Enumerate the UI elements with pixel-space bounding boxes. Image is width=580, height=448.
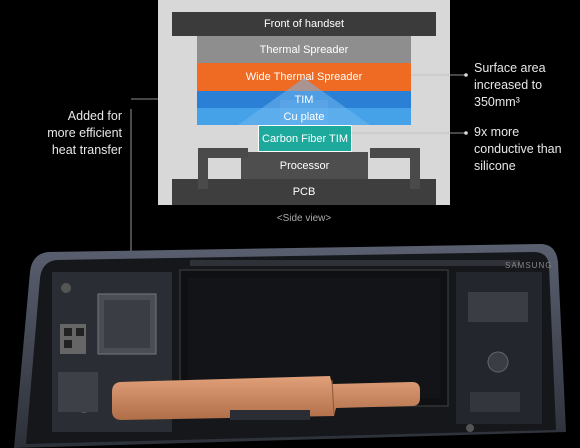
carbon-fiber-tim-layer: Carbon Fiber TIM — [258, 125, 352, 152]
conductivity-annotation: 9x more conductive than silicone — [474, 124, 574, 175]
cu-plate-label-wrap: Cu plate — [197, 108, 411, 125]
annotation-line: silicone — [474, 159, 516, 173]
left-bracket — [198, 148, 248, 189]
added-for-heat-transfer-annotation: Added for more efficient heat transfer — [36, 108, 122, 159]
pcb-label: PCB — [292, 186, 316, 198]
cu-plate-label: Cu plate — [283, 110, 325, 123]
processor-label: Processor — [279, 159, 330, 172]
heat-pipe-seam — [331, 379, 335, 415]
annotation-line: conductive than — [474, 142, 562, 156]
speaker-grille — [487, 351, 509, 373]
screw — [61, 283, 71, 293]
carbon-fiber-tim-label: Carbon Fiber TIM — [262, 132, 348, 145]
stylus-slot — [190, 260, 520, 266]
right-component — [468, 292, 528, 322]
front-of-handset-layer: Front of handset — [172, 12, 436, 36]
phone-teardown-illustration: SAMSUNG — [14, 244, 566, 448]
front-of-handset-label: Front of handset — [263, 18, 345, 30]
camera-lens — [64, 328, 72, 336]
thermal-spreader-layer: Thermal Spreader — [197, 36, 411, 63]
annotation-line: increased to — [474, 78, 543, 92]
samsung-brand-text: SAMSUNG — [505, 261, 552, 270]
thermal-spreader-label: Thermal Spreader — [259, 43, 349, 56]
annotation-line: 350mm³ — [474, 95, 520, 109]
heat-pipe — [112, 376, 420, 420]
camera-lens — [76, 328, 84, 336]
right-connector — [470, 392, 520, 412]
tim-label: TIM — [294, 93, 314, 106]
screw — [466, 424, 474, 432]
surface-area-annotation: Surface area increased to 350mm³ — [474, 60, 574, 111]
annotation-line: 9x more — [474, 125, 520, 139]
wide-thermal-spreader-label: Wide Thermal Spreader — [245, 71, 363, 83]
annotation-line: more efficient — [47, 126, 122, 140]
camera-lens — [64, 340, 72, 348]
tim-label-wrap: TIM — [197, 91, 411, 108]
right-bracket — [370, 148, 420, 189]
annotation-line: Surface area — [474, 61, 546, 75]
component-block — [58, 372, 98, 412]
annotation-line: heat transfer — [51, 143, 122, 157]
side-view-caption: <Side view> — [276, 213, 332, 224]
processor-layer: Processor — [241, 152, 368, 179]
annotation-line: Added for — [67, 109, 122, 123]
shield-can-inner — [104, 300, 150, 348]
bottom-component — [230, 410, 310, 420]
pcb-layer: PCB — [172, 179, 436, 205]
